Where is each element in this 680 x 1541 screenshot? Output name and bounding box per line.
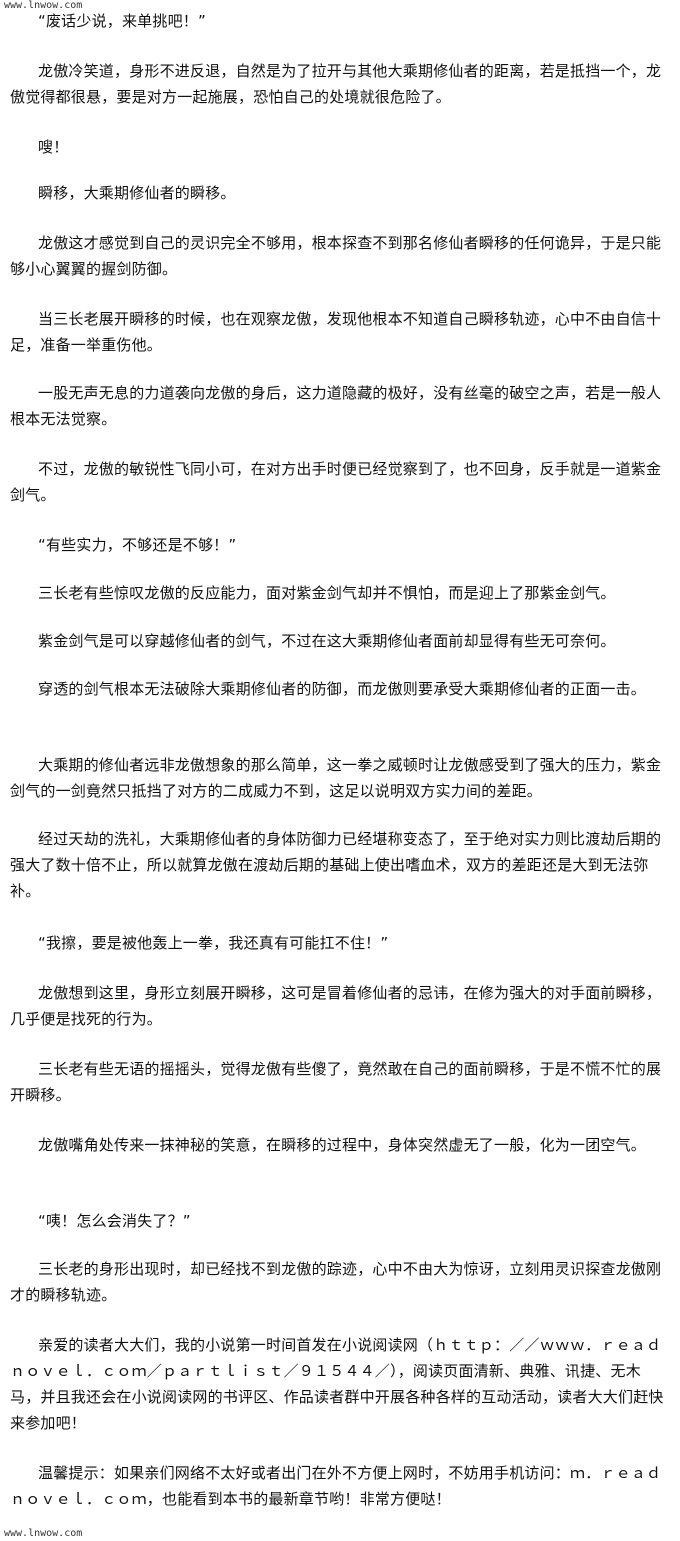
paragraph: 紫金剑气是可以穿越修仙者的剑气，不过在这大乘期修仙者面前却显得有些无可奈何。	[38, 632, 616, 650]
paragraph: 一股无声无息的力道袭向龙傲的身后，这力道隐藏的极好，没有丝毫的破空之声，若是一般…	[10, 384, 662, 428]
paragraph: 三长老的身形出现时，却已经找不到龙傲的踪迹，心中不由大为惊讶，立刻用灵识探查龙傲…	[10, 1260, 662, 1304]
paragraph: 不过，龙傲的敏锐性飞同小可，在对方出手时便已经觉察到了，也不回身，反手就是一道紫…	[10, 460, 662, 504]
paragraph: “我擦，要是被他轰上一拳，我还真有可能扛不住！”	[38, 934, 389, 952]
paragraph: 瞬移，大乘期修仙者的瞬移。	[38, 184, 236, 202]
paragraph: 龙傲这才感觉到自己的灵识完全不够用，根本探查不到那名修仙者瞬移的任何诡异，于是只…	[10, 234, 662, 278]
watermark-top: www.lnwow.com	[4, 0, 83, 11]
paragraph: “废话少说，来单挑吧！”	[38, 12, 206, 30]
paragraph: 三长老有些无语的摇摇头，觉得龙傲有些傻了，竟然敢在自己的面前瞬移，于是不慌不忙的…	[10, 1060, 662, 1104]
paragraph: 大乘期的修仙者远非龙傲想象的那么简单，这一拳之威顿时让龙傲感受到了强大的压力，紫…	[10, 756, 662, 800]
paragraph: 三长老有些惊叹龙傲的反应能力，面对紫金剑气却并不惧怕，而是迎上了那紫金剑气。	[38, 584, 616, 602]
paragraph: 亲爱的读者大大们，我的小说第一时间首发在小说阅读网（ｈｔｔｐ：／／ｗｗｗ．ｒｅａ…	[10, 1336, 664, 1432]
paragraph: 温馨提示：如果亲们网络不太好或者出门在外不方便上网时，不妨用手机访问：ｍ．ｒｅａ…	[10, 1464, 662, 1508]
paragraph: “有些实力，不够还是不够！”	[38, 536, 237, 554]
paragraph: 龙傲嘴角处传来一抹神秘的笑意，在瞬移的过程中，身体突然虚无了一般，化为一团空气。	[38, 1136, 647, 1154]
paragraph: 经过天劫的洗礼，大乘期修仙者的身体防御力已经堪称变态了，至于绝对实力则比渡劫后期…	[10, 830, 662, 900]
paragraph: 嗖！	[38, 138, 69, 156]
watermark-bottom: www.lnwow.com	[4, 1528, 83, 1539]
paragraph: 穿透的剑气根本无法破除大乘期修仙者的防御，而龙傲则要承受大乘期修仙者的正面一击。	[38, 680, 647, 698]
paragraph: 龙傲想到这里，身形立刻展开瞬移，这可是冒着修仙者的忌讳，在修为强大的对手面前瞬移…	[10, 984, 662, 1028]
paragraph: 当三长老展开瞬移的时候，也在观察龙傲，发现他根本不知道自己瞬移轨迹，心中不由自信…	[10, 310, 662, 354]
paragraph: “咦！怎么会消失了？”	[38, 1212, 191, 1230]
paragraph: 龙傲冷笑道，身形不进反退，自然是为了拉开与其他大乘期修仙者的距离，若是抵挡一个，…	[10, 62, 662, 106]
